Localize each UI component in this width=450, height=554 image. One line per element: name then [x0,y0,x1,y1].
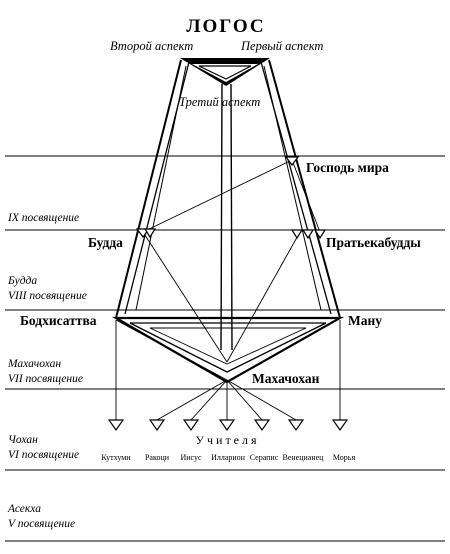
level-chohan-label: Чохан [8,434,38,446]
level-mahachohan-label: Махачохан [7,358,61,370]
marker-triangles [107,156,349,432]
label-lord-of-world: Господь мира [306,160,389,175]
label-bodhisattva: Бодхисаттва [20,313,97,328]
level-buddha-label: Будда [7,275,37,287]
aspect-first-label: Первый аспект [240,39,323,53]
aspect-second-label: Второй аспект [110,39,193,53]
teacher-name: Серапис [250,453,279,462]
level-lines [5,155,445,542]
aspect-third-label: Третий аспект [179,95,260,109]
teacher-name: Морья [333,453,356,462]
level-ix-label: IX посвящение [7,212,79,224]
level-v-label: V посвящение [8,518,75,530]
teacher-name: Илларион [211,453,246,462]
label-buddha: Будда [88,235,123,250]
top-triangle [180,58,270,86]
pyramid-frame [115,59,341,351]
label-pratyekabuddhas: Пратьекабудды [326,235,421,250]
teacher-names: Кутхуми Ракоци Иисус Илларион Серапис Ве… [101,453,355,462]
level-viii-label: VIII посвящение [8,290,87,302]
label-mahachohan: Махачохан [252,371,320,386]
teacher-name: Кутхуми [101,453,131,462]
teacher-name: Иисус [180,453,202,462]
level-vi-label: VI посвящение [8,449,79,461]
level-vii-label: VII посвящение [8,373,83,385]
teacher-name: Венецианец [283,453,325,462]
level-asekha-label: Асекха [7,503,41,515]
teacher-name: Ракоци [145,453,170,462]
label-manu: Ману [348,313,382,328]
title-logos: ЛОГОС [186,16,265,37]
teachers-heading: У ч и т е л я [195,433,257,447]
connector-lines [115,159,341,421]
